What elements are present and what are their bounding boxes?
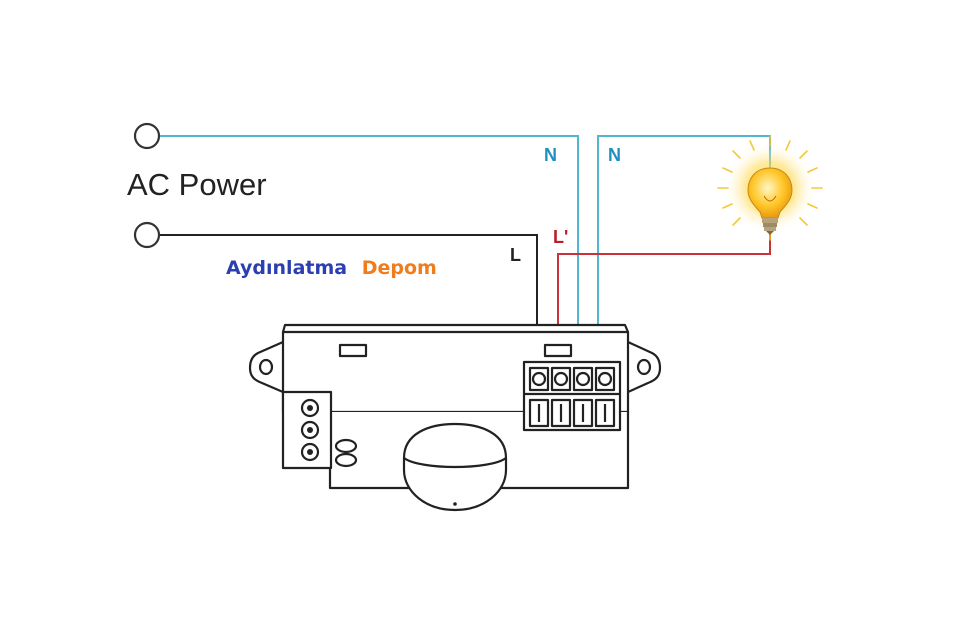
light-bulb-icon xyxy=(717,135,823,241)
live-out-label: L' xyxy=(553,227,568,247)
brand-part-1: Aydınlatma xyxy=(226,257,347,279)
neutral-wire-supply xyxy=(160,135,579,373)
neutral-label-right: N xyxy=(608,145,621,165)
switched-live-wire xyxy=(557,228,771,373)
ac-terminal-neutral xyxy=(133,122,161,150)
ac-terminal-live xyxy=(133,221,161,249)
brand-watermark: Aydınlatma Depom xyxy=(226,257,437,279)
neutral-label-left: N xyxy=(544,145,557,165)
ac-power-label: AC Power xyxy=(127,167,267,202)
live-in-label: L xyxy=(510,245,521,265)
brand-part-2: Depom xyxy=(362,257,437,279)
motion-sensor-device xyxy=(248,323,662,512)
